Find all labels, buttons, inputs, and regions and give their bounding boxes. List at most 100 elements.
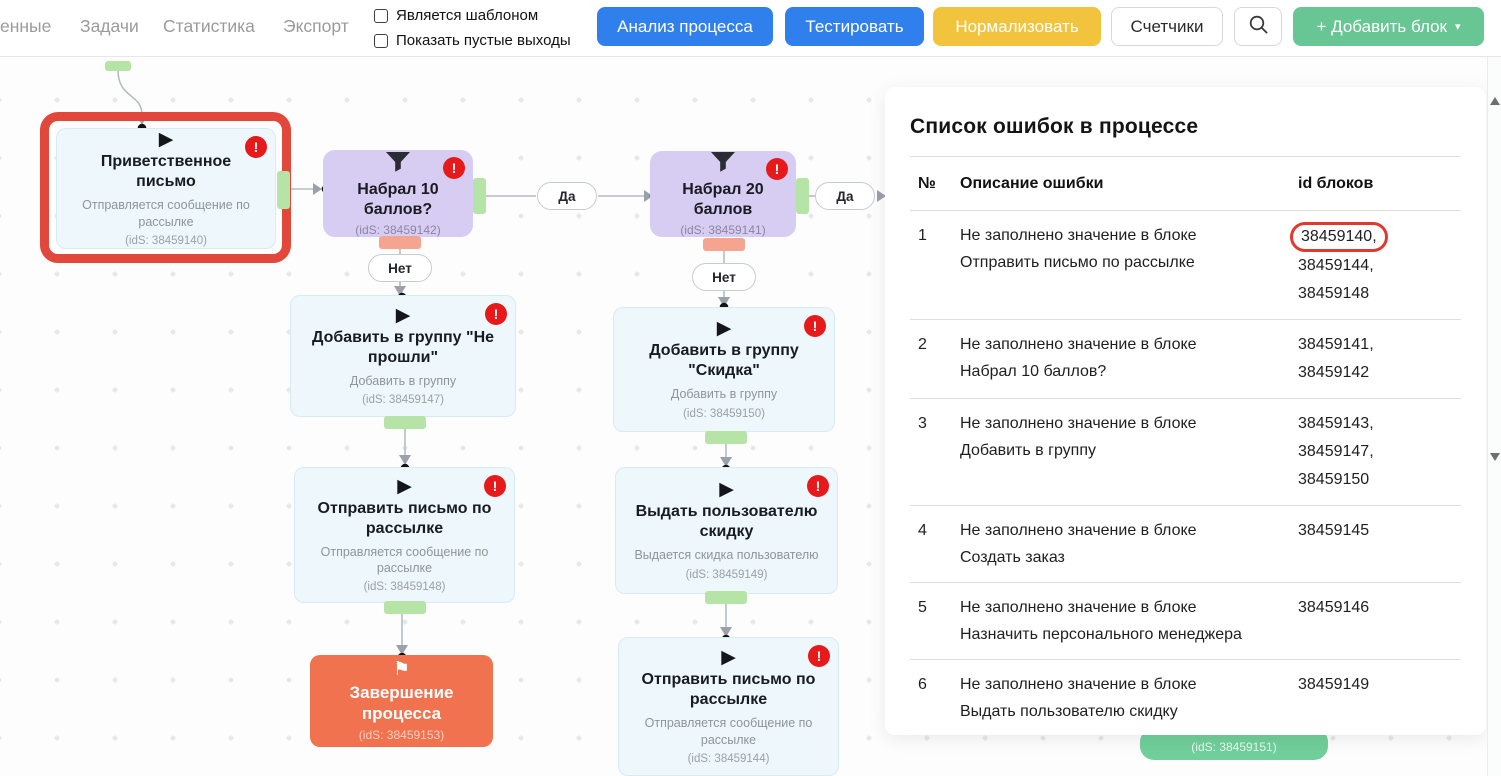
block-title: Набрал 20 баллов [682,181,764,218]
arrowhead [720,457,732,467]
error-badge: ! [484,475,506,497]
branch-label-yes: Да [537,182,597,210]
output-connector-yes[interactable] [796,178,809,214]
arrowhead [399,455,411,465]
arrowhead [720,627,732,637]
normalize-button[interactable]: Нормализовать [933,7,1101,46]
error-description: Выдать пользователю скидку [960,703,1178,720]
block-id: (idS: 38459141) [680,223,766,237]
block-subtitle: Добавить в группу [349,373,457,388]
divider [910,156,1461,157]
block-id-ref: 38459146 [1298,599,1370,616]
branch-label-yes: Да [815,182,875,210]
flow-block-filter-20-points[interactable]: ! Набрал 20 баллов (idS: 38459141) [650,151,796,237]
error-list-panel: Список ошибок в процессе № Описание ошиб… [885,87,1486,735]
error-num: 4 [918,522,927,539]
show-empty-outputs-label: Показать пустые выходы [396,32,571,49]
error-num: 5 [918,599,927,616]
flow-block-add-group-discount[interactable]: ! ▶ Добавить в группу "Скидка" Добавить … [613,307,835,432]
flow-block-end-process[interactable]: ⚑ Завершение процесса (idS: 38459153) [310,655,493,747]
play-icon: ▶ [716,317,732,340]
error-num: 1 [918,227,927,244]
top-toolbar: енные Задачи Статистика Экспорт Является… [0,0,1501,57]
error-badge: ! [804,315,826,337]
arrowhead [644,190,653,202]
analyze-process-button[interactable]: Анализ процесса [597,7,773,46]
flow-canvas[interactable]: ! ▶ Приветственное письмо Отправляется с… [0,57,1501,776]
block-id-ref: 38459148 [1298,285,1370,302]
block-id: (idS: 38459140) [125,234,207,247]
block-id-ref: 38459149 [1298,676,1370,693]
error-badge: ! [807,475,829,497]
error-badge: ! [808,645,830,667]
arrowhead [396,645,408,655]
block-id-ref: 38459147, [1298,443,1374,460]
block-id: (idS: 38459151) [1191,740,1277,754]
block-title: Отправить письмо по рассылке [641,671,816,709]
checkbox-row-empty-outputs[interactable]: Показать пустые выходы [374,28,571,53]
test-button[interactable]: Тестировать [785,7,924,46]
block-title: Набрал 10 баллов? [357,180,439,218]
flow-block-filter-10-points[interactable]: ! Набрал 10 баллов? (idS: 38459142) [323,150,473,237]
block-id: (idS: 38459144) [687,752,770,765]
arrowhead [313,183,322,195]
block-title: Завершение процесса [349,682,454,723]
block-title: Приветственное письмо [100,153,232,191]
add-block-button[interactable]: + Добавить блок ▾ [1293,7,1484,46]
scroll-up-icon[interactable] [1490,97,1500,105]
vertical-scrollbar[interactable] [1487,57,1501,776]
counters-button[interactable]: Счетчики [1111,7,1223,46]
block-id: (idS: 38459149) [685,568,768,581]
flow-block-send-email-left[interactable]: ! ▶ Отправить письмо по рассылке Отправл… [294,467,515,603]
output-connector[interactable] [105,61,131,71]
block-id-ref: 38459145 [1298,522,1370,539]
scroll-down-icon[interactable] [1490,453,1500,461]
nav-item-tasks[interactable]: Задачи [80,16,139,36]
block-id-ref: 38459143, [1298,415,1374,432]
arrowhead [394,286,406,296]
is-template-checkbox[interactable] [374,8,388,23]
output-connector-yes[interactable] [473,178,486,214]
block-title: Добавить в группу "Не прошли" [311,328,495,366]
add-block-label: + Добавить блок [1316,16,1447,36]
error-badge: ! [766,158,788,180]
block-subtitle: Отправляется сообщение по рассылке [644,716,813,747]
error-badge: ! [245,136,267,158]
output-connector[interactable] [384,601,426,614]
play-icon: ▶ [397,474,412,497]
error-num: 3 [918,415,927,432]
show-empty-outputs-checkbox[interactable] [374,33,388,48]
arrowhead [718,297,730,307]
checkbox-row-template[interactable]: Является шаблоном [374,3,571,28]
flow-block-give-discount[interactable]: ! ▶ Выдать пользователю скидку Выдается … [615,467,838,594]
error-table-header: № Описание ошибки id блоков [910,157,1461,211]
output-connector[interactable] [705,591,747,604]
play-icon: ▶ [721,646,736,669]
highlighted-block-id: 38459140, [1290,222,1388,252]
search-button[interactable] [1234,7,1282,46]
error-row: 5 Не заполнено значение в блоке Назначит… [910,583,1461,660]
error-num: 6 [918,676,927,693]
nav-item-clipped[interactable]: енные [0,16,52,36]
error-row: 3 Не заполнено значение в блоке Добавить… [910,399,1461,506]
column-num: № [918,175,936,192]
output-connector-no[interactable] [703,238,745,251]
flow-block-welcome-email[interactable]: ! ▶ Приветственное письмо Отправляется с… [56,128,276,249]
output-connector[interactable] [705,431,747,444]
error-row: 2 Не заполнено значение в блоке Набрал 1… [910,320,1461,399]
flow-block-add-group-failed[interactable]: ! ▶ Добавить в группу "Не прошли" Добави… [290,295,516,417]
error-description: Отправить письмо по рассылке [960,254,1195,271]
block-title: Отправить письмо по рассылке [317,499,492,537]
output-connector-no[interactable] [379,236,421,249]
flow-block-send-email-bottom[interactable]: ! ▶ Отправить письмо по рассылке Отправл… [618,637,839,776]
error-badge: ! [443,157,465,179]
block-id: (idS: 38459148) [363,581,446,594]
branch-label-no: Нет [368,254,432,282]
output-connector[interactable] [277,171,290,209]
output-connector[interactable] [384,416,426,429]
nav-item-export[interactable]: Экспорт [283,16,349,36]
panel-title: Список ошибок в процессе [910,115,1199,138]
error-description: Не заполнено значение в блоке [960,415,1197,432]
nav-item-statistics[interactable]: Статистика [163,16,255,36]
column-ids: id блоков [1298,175,1374,192]
